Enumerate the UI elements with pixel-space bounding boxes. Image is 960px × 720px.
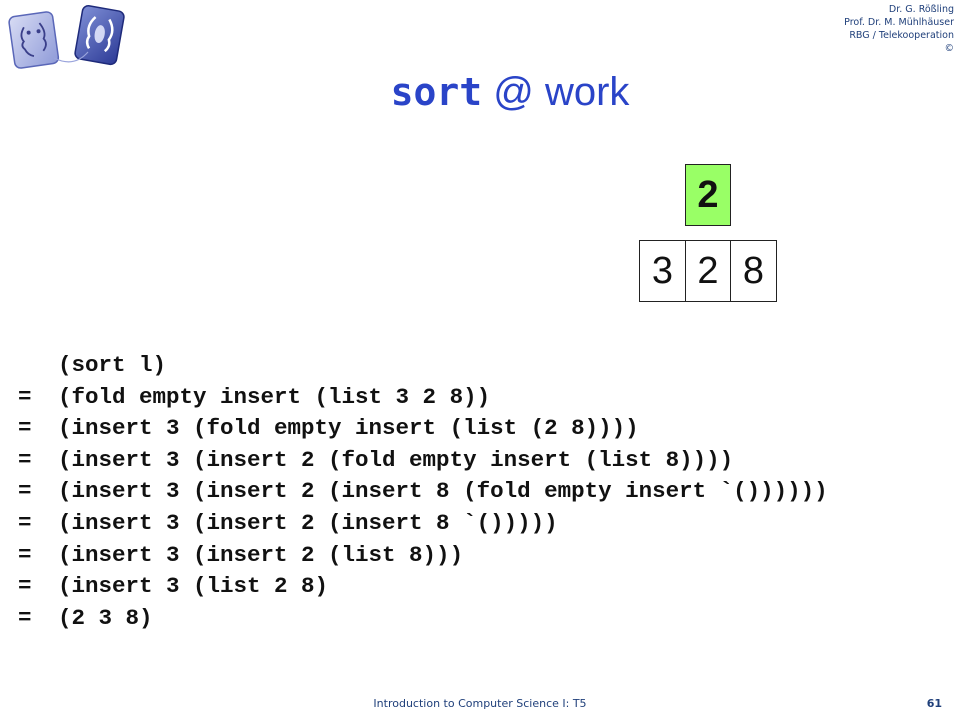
trace-equals: =	[18, 478, 32, 505]
current-element-box: 2	[685, 164, 731, 226]
faces-logo-icon	[8, 5, 125, 69]
trace-expr: (insert 3 (insert 2 (insert 8 (fold empt…	[58, 478, 828, 505]
slide-title: sort @ work	[0, 70, 960, 115]
trace-line: = (insert 3 (insert 2 (insert 8 (fold emp…	[18, 476, 828, 508]
trace-expr: (insert 3 (insert 2 (insert 8 `()))))	[58, 509, 558, 536]
trace-line: = (insert 3 (insert 2 (fold empty insert …	[18, 445, 828, 477]
list-cell: 3	[639, 240, 686, 302]
trace-line: = (insert 3 (insert 2 (list 8)))	[18, 540, 828, 572]
trace-equals: =	[18, 446, 32, 473]
trace-equals: =	[18, 415, 32, 442]
list-cell: 2	[685, 240, 731, 302]
trace-expr: (sort l)	[58, 352, 167, 378]
trace-line: = (insert 3 (list 2 8)	[18, 571, 828, 603]
trace-line: = (insert 3 (insert 2 (insert 8 `()))))	[18, 508, 828, 540]
trace-expr: (fold empty insert (list 3 2 8))	[58, 383, 491, 410]
author-line: Prof. Dr. M. Mühlhäuser	[844, 17, 954, 28]
trace-expr: (2 3 8)	[58, 604, 153, 631]
author-line: Dr. G. Rößling	[888, 4, 954, 15]
title-rest: @ work	[482, 70, 630, 114]
trace-line: = (insert 3 (fold empty insert (list (2 8…	[18, 413, 828, 445]
trace-equals: =	[18, 573, 32, 600]
trace-line: (sort l)	[18, 350, 828, 382]
trace-equals: =	[18, 509, 32, 536]
author-block: Dr. G. Rößling Prof. Dr. M. Mühlhäuser R…	[844, 3, 954, 55]
copyright-line: ©	[944, 43, 955, 54]
page-number: 61	[926, 697, 942, 710]
trace-expr: (insert 3 (insert 2 (list 8)))	[58, 541, 464, 568]
evaluation-trace: (sort l) = (fold empty insert (list 3 2 8…	[18, 350, 828, 634]
title-code: sort	[390, 70, 483, 114]
trace-expr: (insert 3 (fold empty insert (list (2 8)…	[58, 415, 639, 442]
list-cell: 8	[730, 240, 777, 302]
trace-equals: =	[18, 604, 32, 631]
trace-line: = (2 3 8)	[18, 603, 828, 635]
trace-expr: (insert 3 (insert 2 (fold empty insert (…	[58, 446, 734, 473]
trace-equals: =	[18, 383, 32, 410]
trace-expr: (insert 3 (list 2 8)	[58, 573, 329, 600]
trace-equals: =	[18, 541, 32, 568]
course-footer: Introduction to Computer Science I: T5	[373, 697, 587, 710]
trace-line: = (fold empty insert (list 3 2 8))	[18, 382, 828, 414]
author-line: RBG / Telekooperation	[849, 30, 954, 41]
